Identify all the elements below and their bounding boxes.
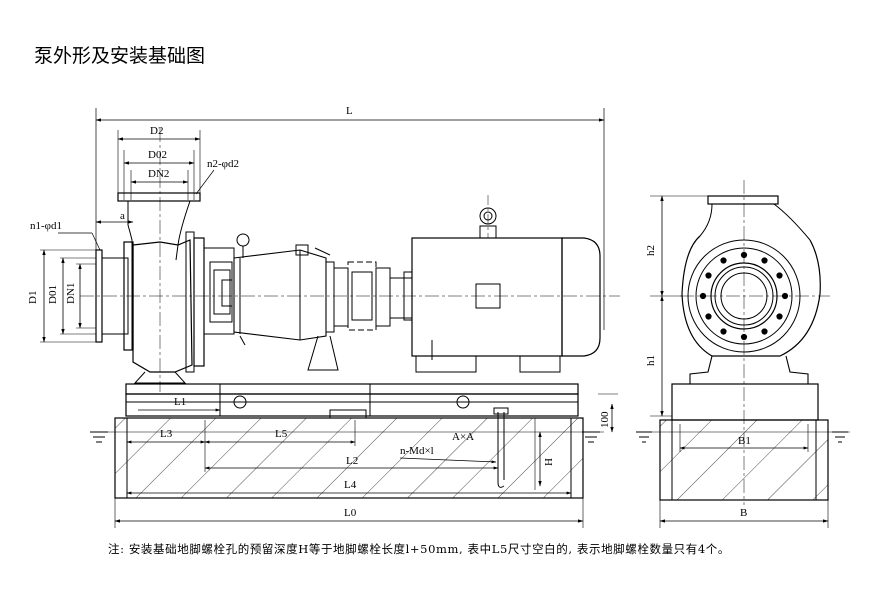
dim-D1: D1 xyxy=(27,291,39,304)
dim-h2: h2 xyxy=(645,245,657,256)
dim-D02: D02 xyxy=(148,149,167,161)
dim-n-Mdxl: n-Md×l xyxy=(400,445,434,457)
dim-B1: B1 xyxy=(738,435,751,447)
page-title: 泵外形及安装基础图 xyxy=(34,45,205,67)
dim-AxA: A×A xyxy=(452,431,474,443)
bolt-hole xyxy=(761,328,768,335)
dim-L4: L4 xyxy=(344,479,357,491)
dim-D2: D2 xyxy=(150,125,163,137)
dim-n1-phi-d1: n1-φd1 xyxy=(30,220,62,232)
dim-L2: L2 xyxy=(346,455,358,467)
side-view-labels: h2 h1 B1 B xyxy=(645,245,751,519)
dim-L: L xyxy=(346,105,353,117)
dim-L1: L1 xyxy=(174,396,186,408)
front-view-labels: L D2 D02 DN2 n2-φd2 n1-φd1 a D1 D01 DN1 … xyxy=(27,105,611,519)
flange-bolt-holes xyxy=(699,251,789,341)
bolt-hole xyxy=(705,272,712,279)
dim-L0: L0 xyxy=(344,507,357,519)
dim-n2-phi-d2: n2-φd2 xyxy=(207,158,239,170)
side-view xyxy=(636,180,850,528)
bolt-hole xyxy=(761,257,768,264)
dim-DN2: DN2 xyxy=(148,168,169,180)
bolt-hole xyxy=(705,313,712,320)
front-view xyxy=(40,108,620,528)
dim-a: a xyxy=(120,210,125,222)
dim-L5: L5 xyxy=(275,428,288,440)
bolt-hole xyxy=(776,272,783,279)
bolt-hole xyxy=(776,313,783,320)
bolt-hole xyxy=(720,257,727,264)
dim-B: B xyxy=(740,507,747,519)
dim-h1: h1 xyxy=(645,355,657,366)
dim-H: H xyxy=(543,458,555,466)
dim-100: 100 xyxy=(599,411,611,428)
dim-D01: D01 xyxy=(47,285,59,304)
footnote: 注: 安装基础地脚螺栓孔的预留深度H等于地脚螺栓长度l+50mm, 表中L5尺寸… xyxy=(108,542,730,556)
dim-L3: L3 xyxy=(160,428,173,440)
bolt-hole xyxy=(720,328,727,335)
dim-DN1: DN1 xyxy=(65,283,77,304)
